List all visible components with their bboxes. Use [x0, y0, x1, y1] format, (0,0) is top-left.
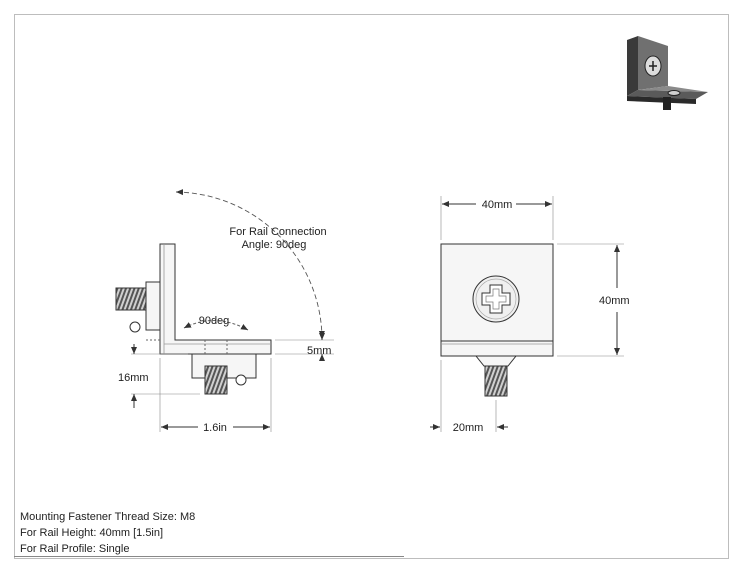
drawing-sheet-border [14, 14, 729, 559]
offset-dimension [430, 360, 508, 432]
height-dimension [557, 243, 624, 357]
spec-notes: Mounting Fastener Thread Size: M8 For Ra… [20, 509, 195, 557]
width-dimension [440, 196, 554, 240]
rail-angle-arc [175, 189, 325, 339]
callout-angle: Angle: 90deg [242, 239, 307, 251]
offset-label: 20mm [453, 422, 484, 434]
callout-rail-connection: For Rail Connection [229, 226, 326, 238]
note-thread-size: Mounting Fastener Thread Size: M8 [20, 511, 196, 523]
note-rail-height: For Rail Height: 40mm [1.5in] [20, 527, 164, 539]
bolt-length-dimension [131, 344, 200, 408]
side-view [115, 243, 272, 395]
front-view [440, 243, 554, 397]
note-rail-profile: For Rail Profile: Single [20, 543, 130, 555]
isometric-preview [627, 36, 708, 110]
inner-angle-label: 90deg [199, 315, 230, 327]
inner-angle-arc [183, 319, 249, 331]
height-label: 40mm [599, 295, 630, 307]
thickness-label: 5mm [307, 345, 331, 357]
bolt-length-label: 16mm [118, 372, 149, 384]
overall-length-dimension [159, 358, 272, 432]
thickness-dimension [275, 333, 334, 361]
width-label: 40mm [482, 199, 513, 211]
title-block-rule [14, 556, 404, 557]
overall-length-label: 1.6in [203, 422, 227, 434]
